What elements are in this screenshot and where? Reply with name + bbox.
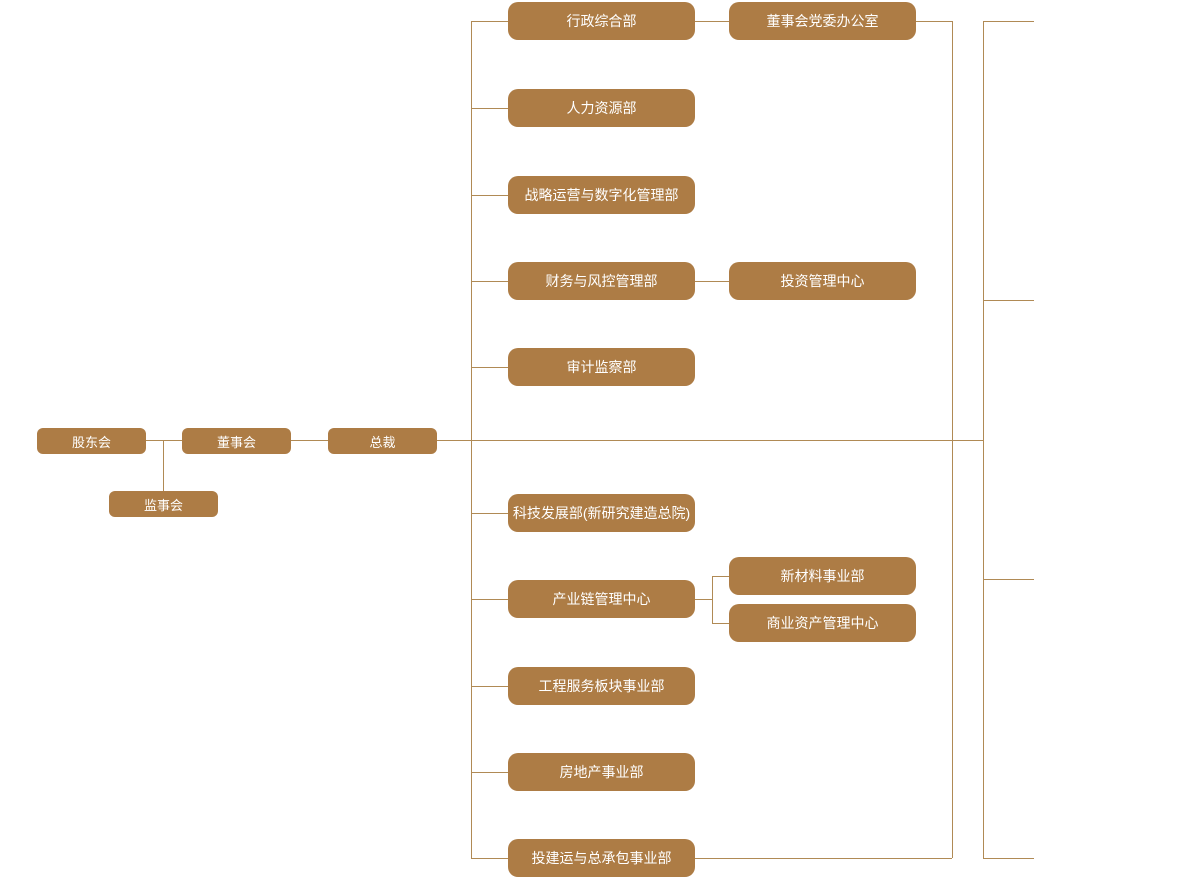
connector-line — [916, 21, 952, 22]
connector-line — [983, 579, 1034, 580]
connector-line — [471, 599, 508, 600]
connector-line — [471, 281, 508, 282]
connector-line — [712, 576, 729, 577]
connector-line — [695, 281, 729, 282]
node-tech-development-dept: 科技发展部(新研究建造总院) — [508, 494, 695, 532]
connector-line — [146, 440, 182, 441]
connector-line — [712, 623, 729, 624]
connector-line — [471, 858, 508, 859]
connector-line — [471, 21, 472, 858]
connector-line — [471, 367, 508, 368]
node-audit-supervision-dept: 审计监察部 — [508, 348, 695, 386]
node-finance-risk-dept: 财务与风控管理部 — [508, 262, 695, 300]
node-investment-construction-epc-division: 投建运与总承包事业部 — [508, 839, 695, 877]
connector-line — [471, 108, 508, 109]
node-real-estate-division: 房地产事业部 — [508, 753, 695, 791]
connector-line — [983, 300, 1034, 301]
connector-line — [471, 772, 508, 773]
connector-line — [983, 858, 1034, 859]
connector-line — [712, 576, 713, 623]
node-shareholders: 股东会 — [37, 428, 146, 454]
node-president: 总裁 — [328, 428, 437, 454]
node-hr-dept: 人力资源部 — [508, 89, 695, 127]
node-board-of-directors: 董事会 — [182, 428, 291, 454]
connector-line — [695, 599, 712, 600]
connector-line — [983, 21, 1034, 22]
connector-line — [695, 21, 729, 22]
node-commercial-asset-center: 商业资产管理中心 — [729, 604, 916, 642]
node-admin-general-dept: 行政综合部 — [508, 2, 695, 40]
connector-line — [471, 195, 508, 196]
connector-line — [983, 21, 984, 858]
node-board-party-office: 董事会党委办公室 — [729, 2, 916, 40]
node-industry-chain-center: 产业链管理中心 — [508, 580, 695, 618]
node-investment-center: 投资管理中心 — [729, 262, 916, 300]
connector-line — [290, 440, 328, 441]
connector-line — [437, 440, 983, 441]
node-strategy-digital-dept: 战略运营与数字化管理部 — [508, 176, 695, 214]
connector-line — [471, 513, 508, 514]
node-new-materials-division: 新材料事业部 — [729, 557, 916, 595]
connector-line — [695, 858, 952, 859]
connector-line — [471, 21, 508, 22]
connector-line — [471, 686, 508, 687]
connector-line — [952, 21, 953, 858]
connector-line — [163, 440, 164, 491]
node-supervisory-board: 监事会 — [109, 491, 218, 517]
node-engineering-service-division: 工程服务板块事业部 — [508, 667, 695, 705]
